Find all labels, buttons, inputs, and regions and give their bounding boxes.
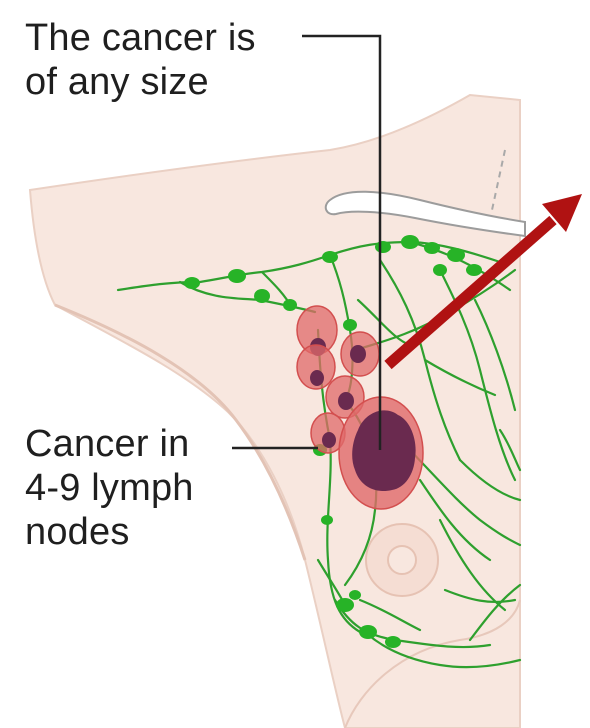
lymph-node (424, 242, 440, 254)
lymph-node (447, 248, 465, 262)
tumor-size-label: The cancer is of any size (25, 16, 256, 104)
lymph-node-label-line-2: 4-9 lymph (25, 466, 194, 510)
lymph-node (349, 590, 361, 600)
lymph-node (228, 269, 246, 283)
chest-skin (30, 95, 520, 728)
lymph-node (385, 636, 401, 648)
cancer-node-3 (341, 332, 379, 376)
tumor-size-label-line-2: of any size (25, 60, 256, 104)
lymph-node (322, 251, 338, 263)
lymph-node (375, 241, 391, 253)
lymph-node (359, 625, 377, 639)
tumor-size-label-line-1: The cancer is (25, 16, 256, 60)
lymph-node-label: Cancer in 4-9 lymph nodes (25, 422, 194, 554)
lymph-node (321, 515, 333, 525)
lymph-node (433, 264, 447, 276)
lymph-node (401, 235, 419, 249)
nipple (366, 524, 438, 596)
lymph-node (336, 598, 354, 612)
lymph-node-label-line-1: Cancer in (25, 422, 194, 466)
lymph-node (254, 289, 270, 303)
lymph-node (283, 299, 297, 311)
lymph-node (466, 264, 482, 276)
lymph-node (184, 277, 200, 289)
cancer-node-2 (297, 345, 335, 389)
lymph-node (343, 319, 357, 331)
lymph-node-label-line-3: nodes (25, 510, 194, 554)
